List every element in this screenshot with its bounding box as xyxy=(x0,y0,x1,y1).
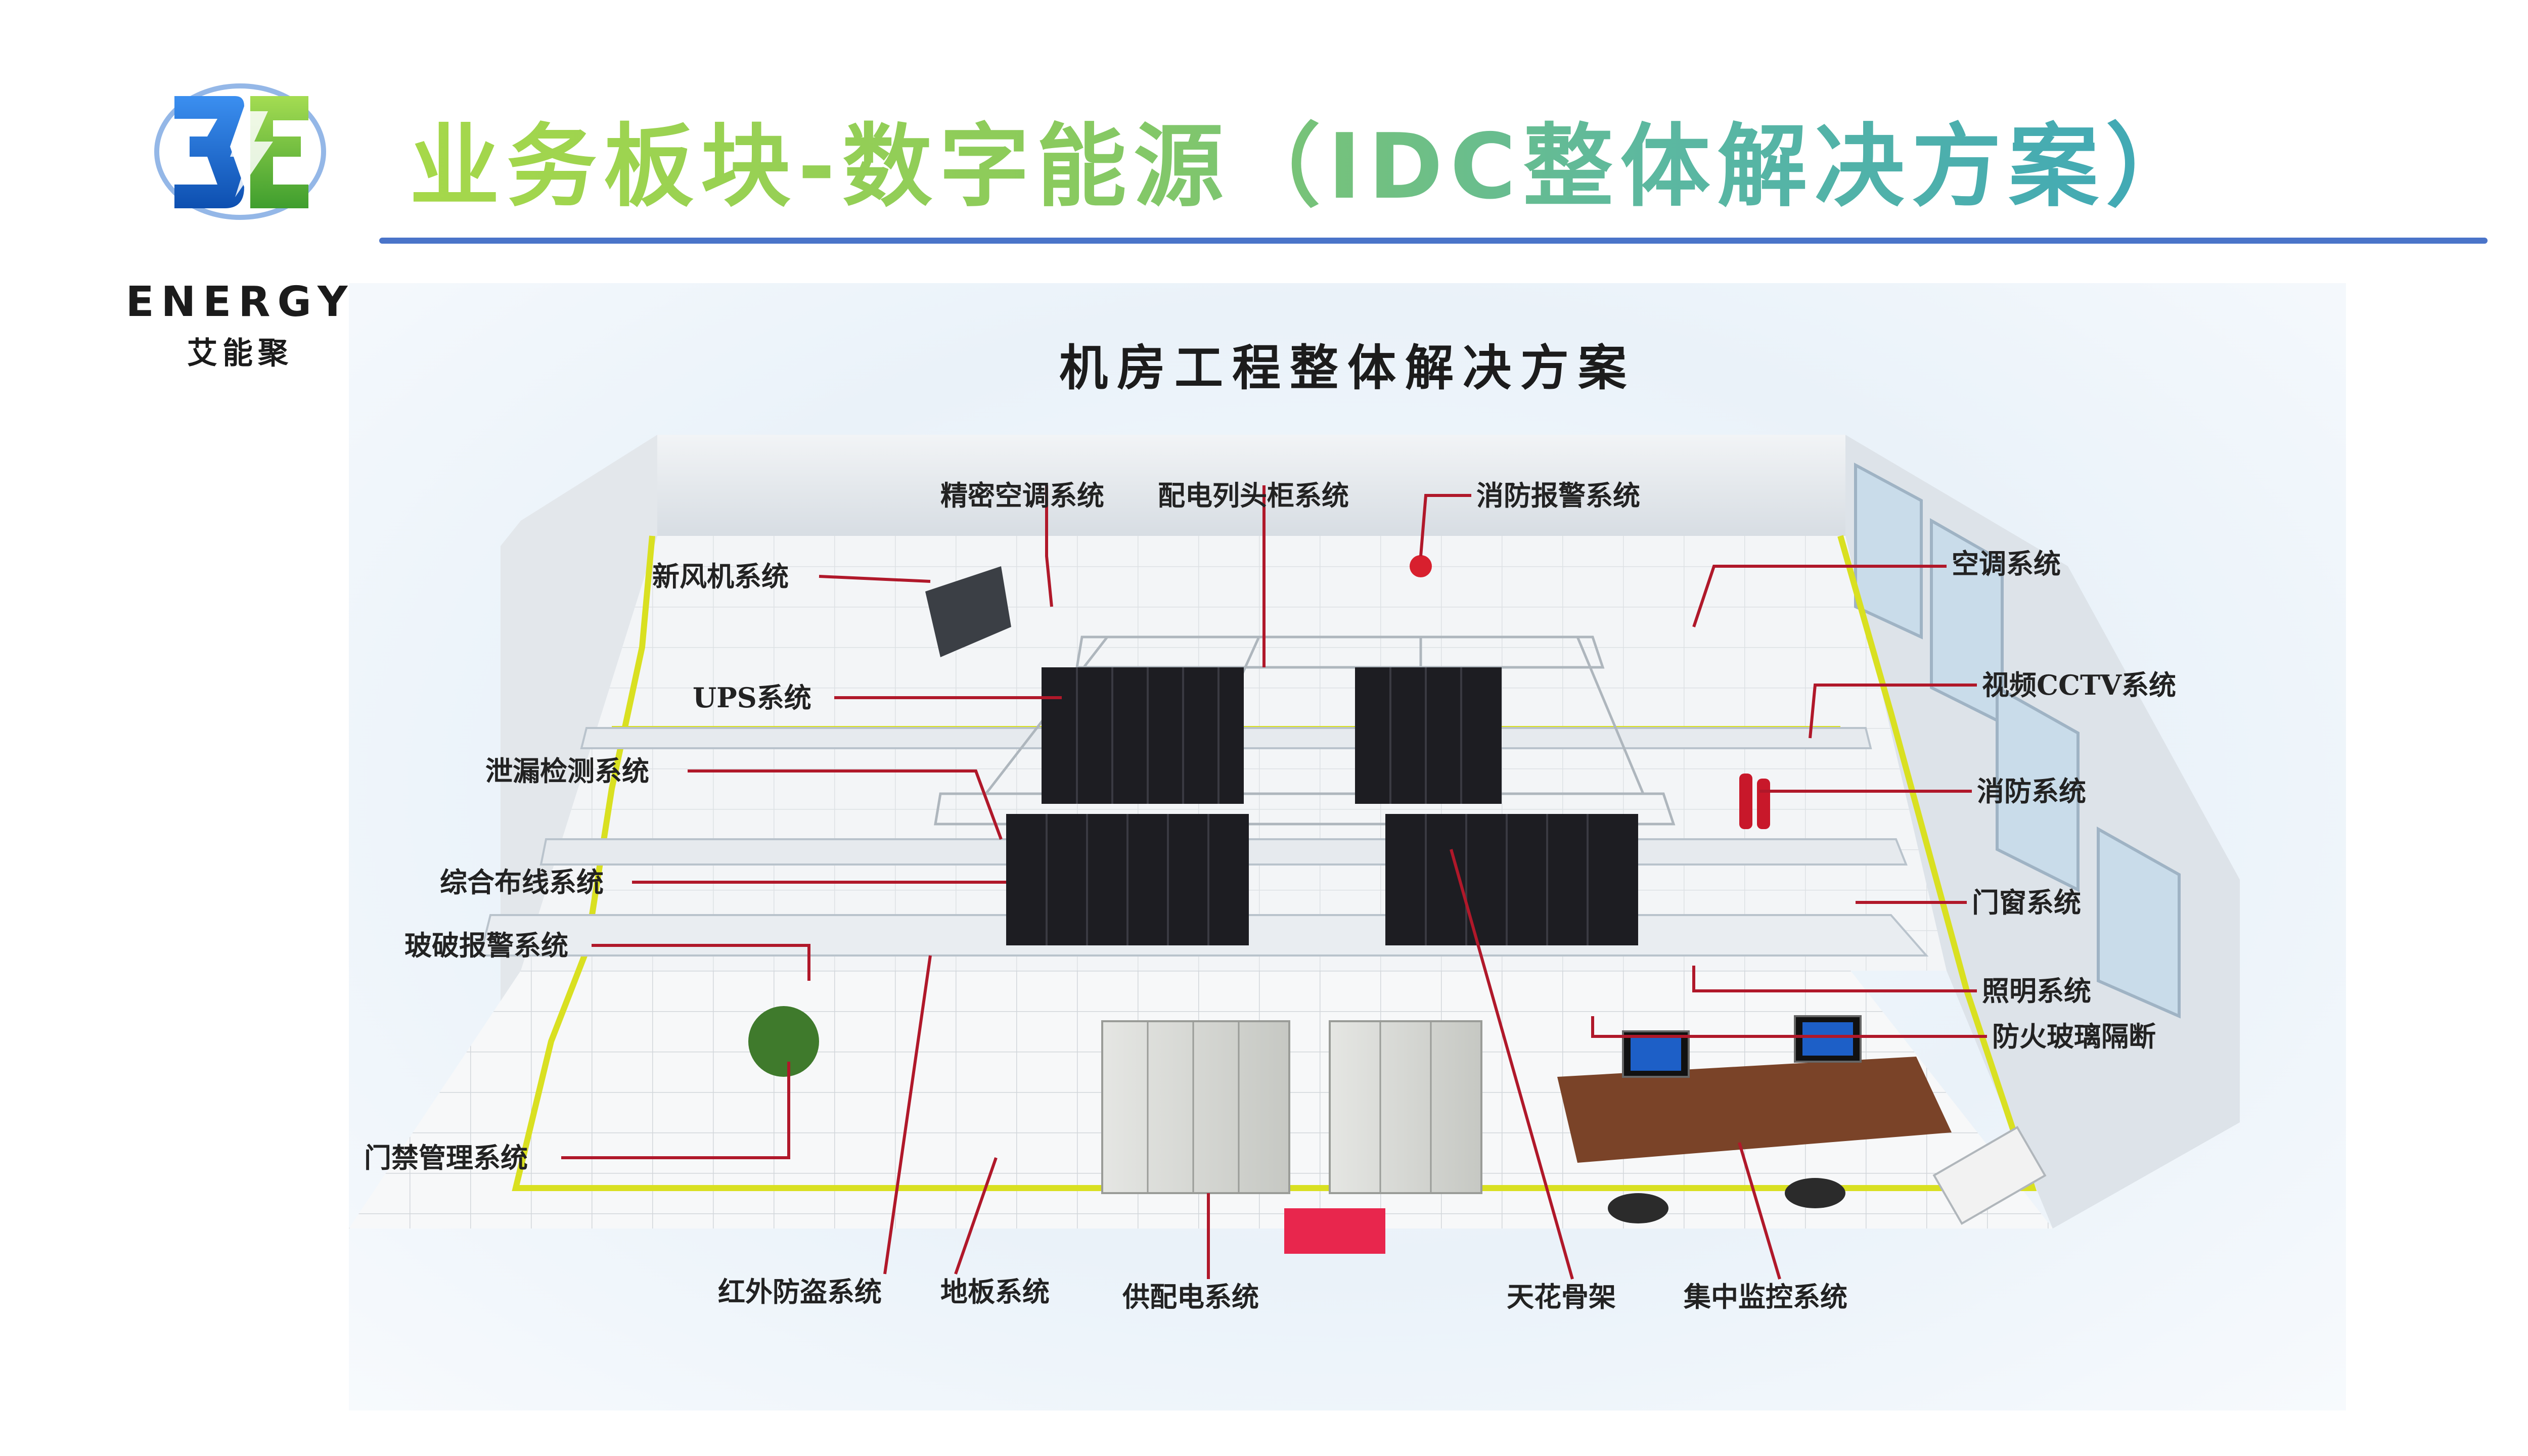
label-structured-cabling: 综合布线系统 xyxy=(440,866,604,898)
back-wall xyxy=(657,435,1845,536)
page-title: 业务板块-数字能源（IDC整体解决方案） xyxy=(410,101,2482,233)
energy-logo-icon xyxy=(154,83,326,220)
diagram-title: 机房工程整体解决方案 xyxy=(1059,339,1636,396)
label-precision-ac: 精密空调系统 xyxy=(940,479,1104,512)
diagram-panel: 机房工程整体解决方案 xyxy=(349,283,2346,1410)
label-ceiling-frame: 天花骨架 xyxy=(1507,1281,1616,1313)
fire-alarm-bell xyxy=(1410,555,1432,577)
left-wall xyxy=(501,435,657,1001)
fresh-air-unit xyxy=(925,566,1011,657)
label-cctv: 视频CCTV系统 xyxy=(1982,669,2177,701)
label-leak-detection: 泄漏检测系统 xyxy=(485,755,649,787)
label-access-control: 门禁管理系统 xyxy=(364,1142,528,1174)
label-fire-protection: 消防系统 xyxy=(1977,775,2086,807)
right-wall-windows xyxy=(1854,462,2181,1019)
monitoring-desk xyxy=(1557,1015,1952,1223)
label-central-monitoring: 集中监控系统 xyxy=(1684,1281,1847,1313)
power-distribution-cabinets xyxy=(1101,1020,1482,1194)
label-fresh-air: 新风机系统 xyxy=(652,560,789,593)
logo-english-name: ENERGY xyxy=(125,278,355,326)
label-power-supply: 供配电系统 xyxy=(1122,1281,1259,1313)
server-room-illustration xyxy=(349,435,2240,1280)
label-air-conditioning: 空调系统 xyxy=(1952,548,2061,580)
label-glass-break-alarm: 玻破报警系统 xyxy=(404,929,568,962)
entrance-mat xyxy=(1284,1208,1385,1254)
label-fire-glass-partition: 防火玻璃隔断 xyxy=(1992,1020,2156,1053)
label-infrared-anti-theft: 红外防盗系统 xyxy=(718,1276,882,1308)
label-power-distribution-column: 配电列头柜系统 xyxy=(1158,479,1349,512)
server-rack-row-1 xyxy=(1042,667,1502,804)
logo-chinese-name: 艾能聚 xyxy=(187,336,293,371)
label-fire-alarm: 消防报警系统 xyxy=(1476,479,1640,512)
title-divider xyxy=(379,238,2488,244)
floor-edge-strip xyxy=(512,535,2037,1191)
leader-lines xyxy=(561,485,1987,1280)
label-doors-windows: 门窗系统 xyxy=(1972,886,2081,919)
label-lighting: 照明系统 xyxy=(1982,975,2091,1007)
label-ups: UPS系统 xyxy=(693,681,811,714)
label-floor-system: 地板系统 xyxy=(940,1276,1050,1308)
company-logo: ENERGY 艾能聚 xyxy=(109,76,372,371)
potted-plant xyxy=(748,1006,819,1077)
wall-ac-unit xyxy=(1932,1126,2047,1225)
